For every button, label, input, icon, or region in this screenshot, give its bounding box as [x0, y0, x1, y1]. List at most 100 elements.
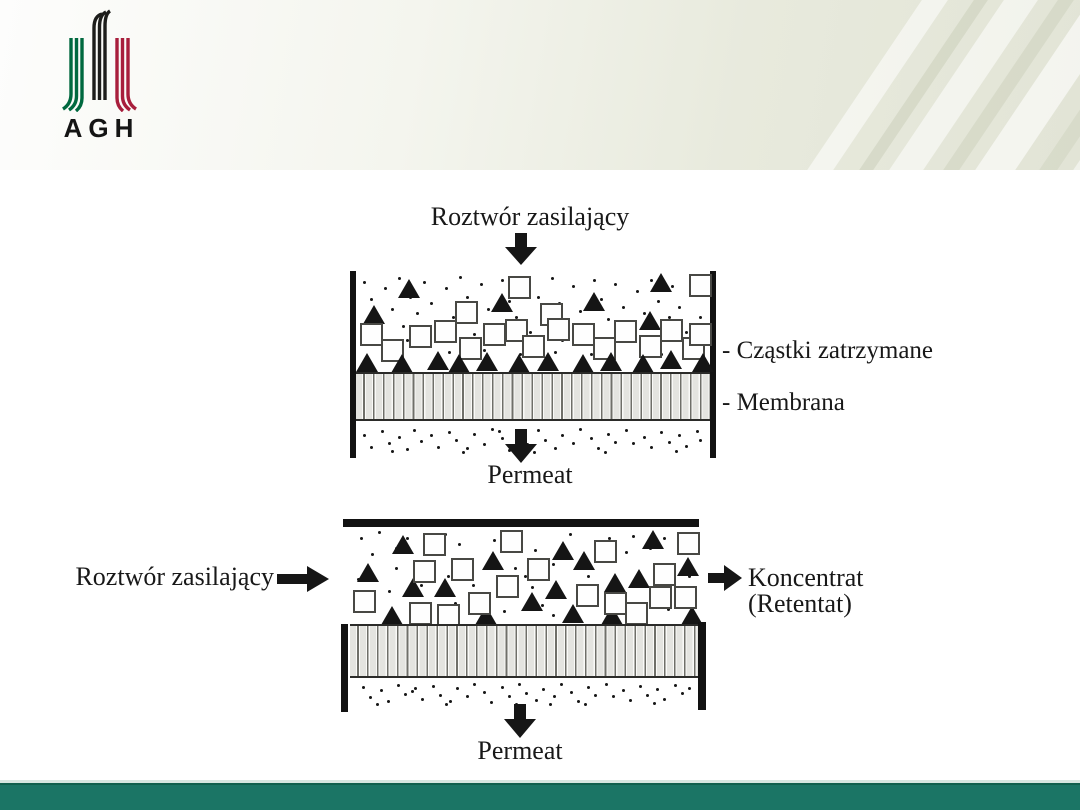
particle-triangle [356, 562, 379, 582]
particle-dot [363, 433, 367, 437]
particle-dot [533, 450, 536, 454]
particle-triangle [448, 354, 471, 374]
particle-dot [685, 445, 689, 449]
feed-solution-label-top: Roztwór zasilający [430, 202, 630, 231]
agh-logo-icon [62, 9, 137, 112]
particle-dot [472, 332, 476, 336]
particle-dot [642, 435, 646, 439]
particle-dot [596, 447, 600, 451]
particle-square [483, 322, 507, 346]
particle-dot [363, 281, 367, 285]
particle-square [614, 320, 638, 344]
particle-dot [607, 536, 611, 540]
particle-dot [621, 688, 625, 692]
particle-dot [454, 602, 458, 606]
particle-square [593, 539, 617, 563]
membrane-bottom-diagram [350, 624, 698, 678]
particle-dot [398, 277, 402, 281]
particle-triangle [391, 354, 414, 374]
particle-dot [395, 566, 399, 570]
particle-dot [525, 691, 528, 695]
footer-bar [0, 783, 1080, 810]
particle-dot [663, 536, 667, 540]
particle-dot [569, 532, 573, 536]
particle-square [571, 322, 595, 346]
particle-triangle [649, 273, 672, 293]
particle-dot [398, 436, 402, 440]
particle-square [359, 322, 383, 346]
particle-dot [444, 287, 448, 291]
particle-triangle [660, 350, 683, 370]
particle-dot [554, 447, 558, 451]
particle-dot [542, 687, 546, 691]
membrane-support-right [698, 622, 706, 710]
particle-dot [529, 330, 533, 334]
particle-dot [559, 682, 563, 686]
particle-dot [483, 349, 487, 353]
particle-triangle [426, 351, 449, 371]
particle-dot [551, 614, 555, 618]
particle-dot [405, 448, 409, 451]
particle-dot [534, 548, 538, 552]
particle-dot [503, 610, 507, 614]
particle-square [504, 319, 528, 343]
particle-dot [370, 446, 374, 450]
membrane-support-left [341, 624, 348, 712]
particle-dot [535, 699, 539, 702]
particle-triangle [476, 352, 499, 372]
particle-triangle [582, 291, 605, 311]
particle-dot [515, 316, 519, 320]
particle-triangle [402, 578, 425, 598]
particle-dot [624, 550, 628, 554]
particle-dot [524, 574, 527, 578]
arrow-down-feed-icon [505, 233, 537, 265]
particle-triangle [398, 279, 421, 299]
particle-dot [607, 432, 611, 436]
particle-dot [631, 534, 635, 538]
particle-dot [414, 687, 418, 690]
particle-square [624, 602, 648, 626]
particle-square [508, 276, 532, 300]
particle-square [652, 562, 676, 586]
particle-dot [530, 586, 534, 590]
particle-dot [667, 316, 671, 320]
particle-square [499, 529, 523, 553]
membrane-label: - Membrana [722, 389, 845, 416]
particle-dot [586, 574, 590, 578]
particle-dot [671, 285, 675, 289]
particle-dot [410, 690, 414, 693]
particle-dot [451, 316, 455, 320]
arrow-down-permeate-icon [505, 429, 537, 463]
particle-triangle [680, 606, 703, 626]
feed-solution-label-bottom: Roztwór zasilający [75, 562, 274, 591]
particle-triangle [677, 556, 700, 576]
particle-dot [552, 695, 556, 699]
particle-dot [419, 440, 423, 443]
particle-dot [653, 702, 657, 705]
particle-dot [500, 686, 504, 690]
particle-dot [370, 297, 374, 301]
particle-dot [536, 295, 540, 299]
particle-triangle [536, 352, 559, 372]
particle-dot [379, 688, 383, 692]
particle-dot [497, 430, 501, 434]
particle-dot [360, 536, 364, 540]
agh-logo: AGH [52, 8, 146, 144]
particle-dot [445, 703, 449, 707]
particle-triangle [692, 353, 715, 373]
particle-dot [656, 687, 660, 691]
permeate-label-bottom: Permeat [477, 736, 563, 765]
particle-square [688, 274, 712, 298]
particle-dot [687, 574, 691, 578]
particle-dot [513, 566, 517, 570]
particle-dot [455, 687, 459, 690]
particle-dot [663, 697, 667, 701]
particle-dot [402, 324, 406, 328]
particle-square [455, 300, 479, 324]
particle-dot [576, 699, 580, 703]
particle-square [547, 318, 571, 342]
particle-dot [387, 441, 391, 445]
particle-dot [412, 428, 416, 432]
crossflow-feed-region-shapes [350, 527, 703, 628]
